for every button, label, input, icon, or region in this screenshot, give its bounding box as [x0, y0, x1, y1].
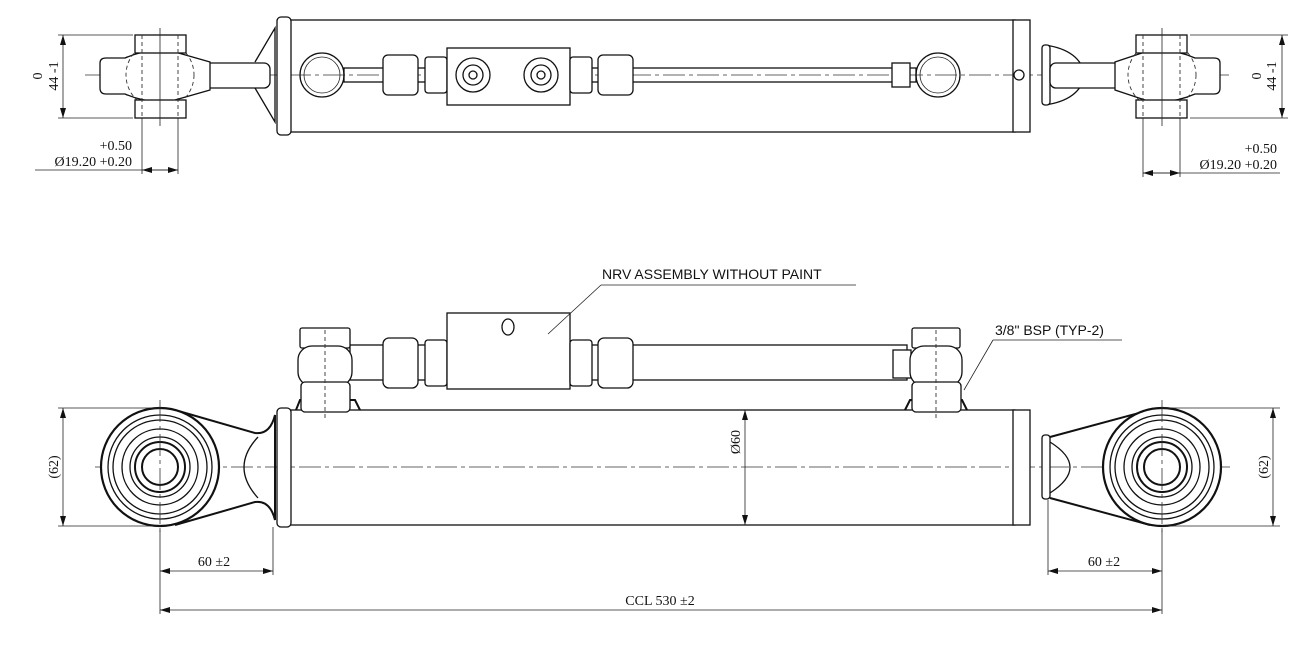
hex-nut [382, 54, 419, 96]
right-flange [1012, 19, 1031, 133]
dim-text: 60 ±2 [1088, 555, 1120, 570]
right-offset-dimension: 60 ±2 [1047, 500, 1163, 614]
grease-port [1013, 69, 1025, 81]
left-height-dimension: 0 44 -1 [31, 34, 133, 119]
port-label: 3/8" BSP (TYP-2) [995, 322, 1104, 338]
hex-nut [424, 339, 448, 387]
nrv-block [446, 47, 571, 106]
left-elbow-fitting [295, 327, 361, 418]
right-rod-eye [1041, 400, 1223, 535]
left-rod-eye-top [99, 25, 276, 126]
left-eye-dimension: (62) [47, 407, 160, 527]
nrv-label: NRV ASSEMBLY WITHOUT PAINT [602, 266, 822, 282]
dim-text: 60 ±2 [198, 555, 230, 570]
bore-dimension: Ø60 [729, 410, 748, 525]
bore-tol-upper: +0.50 [100, 139, 132, 154]
bore-nominal: Ø19.20 +0.20 [54, 155, 132, 170]
dim-text: CCL 530 ±2 [625, 594, 694, 609]
right-bore-dimension: +0.50 Ø19.20 +0.20 [1142, 118, 1280, 177]
hex-nut [597, 54, 634, 96]
right-height-dimension: 0 44 -1 [1190, 34, 1288, 119]
dim-nominal: 44 -1 [1265, 61, 1280, 90]
dim-upper-tol: 0 [1250, 73, 1265, 80]
left-flange [276, 16, 292, 136]
dim-text: (62) [1257, 455, 1272, 479]
nrv-hole [501, 318, 515, 336]
right-rod-eye-top [1041, 28, 1221, 126]
left-offset-dimension: 60 ±2 [159, 527, 274, 614]
right-eye-dimension: (62) [1162, 407, 1280, 527]
cylinder-body [289, 409, 1016, 526]
hex-nut [382, 337, 419, 389]
hex-nut [424, 56, 448, 94]
front-view: NRV ASSEMBLY WITHOUT PAINT 3/8" BSP (TYP… [47, 266, 1280, 614]
hex-nut [597, 337, 634, 389]
dim-text: Ø60 [729, 430, 744, 454]
dim-text: (62) [47, 455, 62, 479]
hex-nut [569, 339, 593, 387]
left-rod-eye [99, 400, 276, 535]
left-flange [276, 407, 292, 528]
port-callout: 3/8" BSP (TYP-2) [963, 322, 1122, 391]
right-flange [1012, 409, 1031, 526]
nrv-callout: NRV ASSEMBLY WITHOUT PAINT [547, 266, 856, 335]
nrv-block [446, 312, 571, 390]
left-bore-dimension: +0.50 Ø19.20 +0.20 [35, 118, 179, 174]
dim-upper-tol: 0 [31, 73, 46, 80]
top-view: 0 44 -1 +0.50 Ø19.20 +0.20 0 44 -1 +0.50… [31, 16, 1288, 177]
right-elbow-fitting [892, 327, 968, 418]
ccl-dimension: CCL 530 ±2 [160, 594, 1162, 613]
bore-nominal: Ø19.20 +0.20 [1199, 158, 1277, 173]
hex-nut [569, 56, 593, 94]
dim-nominal: 44 -1 [47, 61, 62, 90]
bore-tol-upper: +0.50 [1245, 142, 1277, 157]
pipe-fitting [891, 62, 911, 88]
